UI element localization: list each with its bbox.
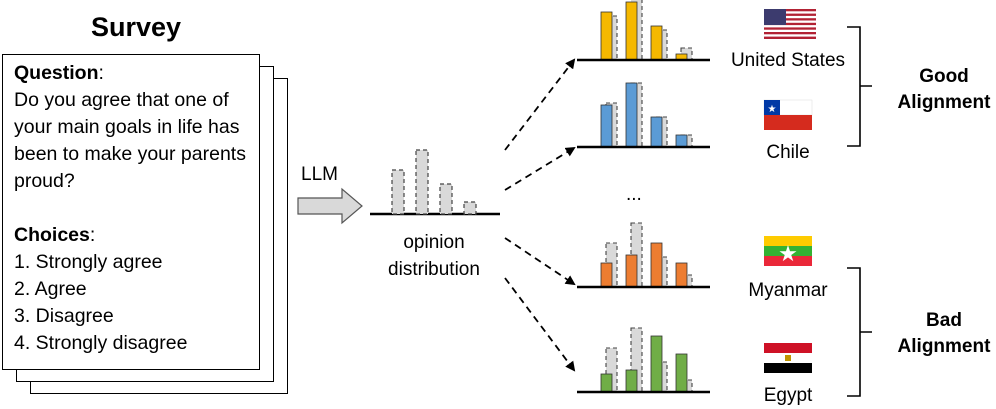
- good-alignment-label: Good Alignment: [884, 64, 996, 116]
- survey-title: Survey: [90, 12, 182, 42]
- choice-3: 3. Disagree: [14, 305, 114, 327]
- choice-4: 4. Strongly disagree: [14, 332, 188, 354]
- llm-bar-4: [463, 201, 477, 215]
- svg-text:★: ★: [778, 242, 798, 267]
- opinion-label: opinion: [403, 232, 465, 253]
- country-name-myanmar: Myanmar: [748, 280, 828, 301]
- question-label: Question: [14, 62, 99, 84]
- arrow-to-united-states: [504, 58, 576, 151]
- chart-1-bar-4: [675, 134, 688, 148]
- united-states-flag-icon: [764, 9, 816, 39]
- opinion-charts: [370, 0, 710, 394]
- chart-3-bar-3: [650, 335, 663, 393]
- llm-arrow: [297, 187, 363, 225]
- chile-flag-icon: ★: [763, 99, 813, 130]
- chart-3-reference-bar-1: [605, 347, 618, 393]
- llm-bar-2: [415, 149, 429, 215]
- question-heading: Question:: [14, 62, 104, 84]
- llm-bar-1: [391, 169, 405, 215]
- country-name-egypt: Egypt: [763, 385, 813, 406]
- choice-2: 2. Agree: [14, 278, 87, 300]
- chart-3-bar-1: [600, 373, 613, 393]
- good-alignment-brace: [847, 26, 872, 147]
- bad-alignment-line2: Alignment: [897, 336, 991, 357]
- myanmar-flag-icon: ★: [764, 236, 812, 267]
- chart-2-bar-1: [600, 262, 613, 288]
- choice-1: 1. Strongly agree: [14, 251, 163, 273]
- chart-0-bar-2: [625, 1, 638, 61]
- llm-bar-3: [439, 183, 453, 215]
- chart-3-bar-2: [625, 369, 638, 393]
- bad-alignment-brace: [847, 267, 872, 397]
- chart-1-bar-3: [650, 116, 663, 148]
- choices-label: Choices: [14, 224, 90, 246]
- arrow-to-chile: [504, 146, 576, 191]
- ellipsis: ...: [626, 184, 642, 205]
- chart-2-bar-2: [625, 254, 638, 288]
- chart-1-bar-1: [600, 104, 613, 148]
- question-text: Do you agree that one of your main goals…: [14, 89, 246, 192]
- distribution-label: distribution: [388, 259, 480, 280]
- good-alignment-line2: Alignment: [897, 92, 991, 113]
- chart-1-bar-2: [625, 82, 638, 148]
- choices-heading: Choices:: [14, 224, 96, 246]
- country-name-united-states: United States: [730, 50, 846, 71]
- arrow-to-myanmar: [504, 237, 576, 286]
- llm-label: LLM: [301, 164, 338, 185]
- arrow-to-egypt: [504, 277, 576, 372]
- chart-2-bar-4: [675, 262, 688, 288]
- good-alignment-line1: Good: [919, 66, 969, 87]
- svg-text:★: ★: [768, 104, 777, 115]
- survey-card: [2, 54, 260, 370]
- country-name-chile: Chile: [766, 142, 810, 163]
- chart-0-bar-1: [600, 11, 613, 61]
- survey-card-content: Question: Do you agree that one of your …: [14, 60, 254, 357]
- chart-2-bar-3: [650, 242, 663, 288]
- chart-0-bar-3: [650, 25, 663, 61]
- chart-3-bar-4: [675, 353, 688, 393]
- egypt-flag-icon: [764, 343, 812, 373]
- bad-alignment-label: Bad Alignment: [884, 308, 996, 360]
- bad-alignment-line1: Bad: [926, 310, 962, 331]
